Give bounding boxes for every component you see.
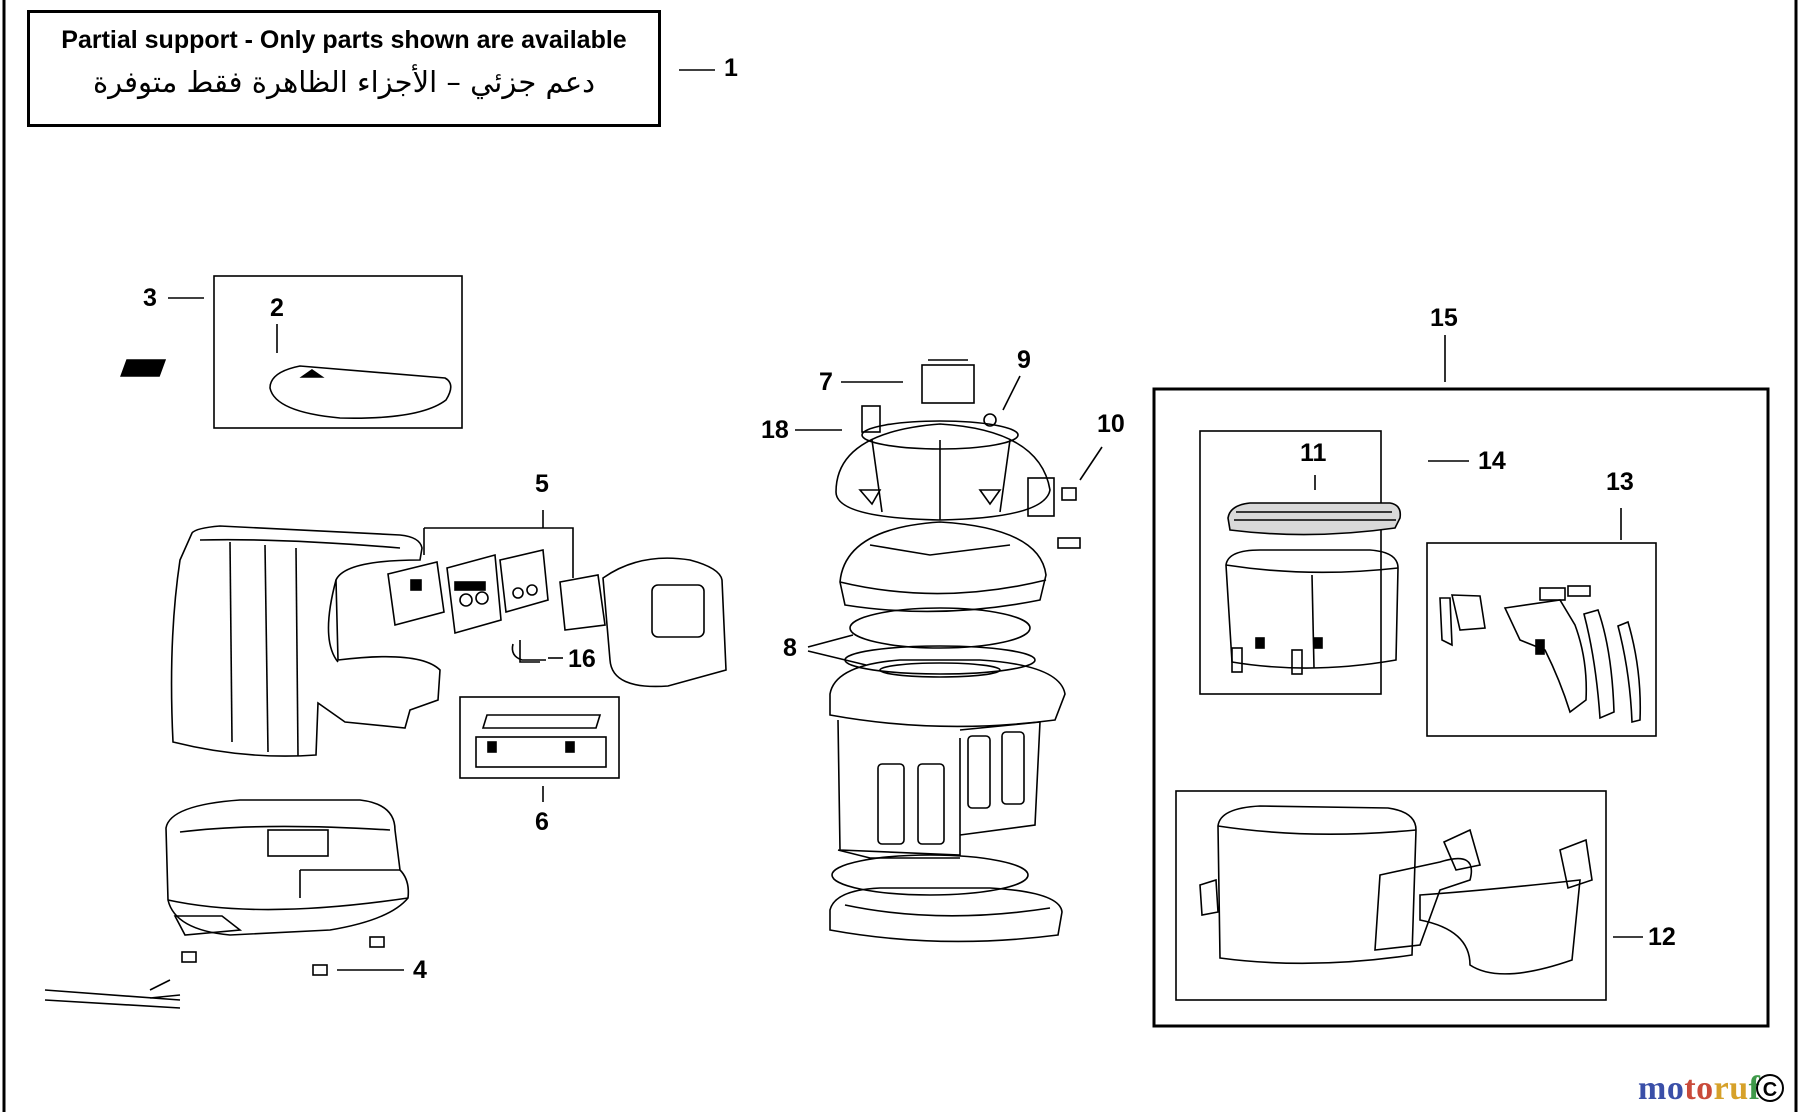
callout-13: 13 xyxy=(1606,468,1634,496)
lid-box xyxy=(213,275,463,429)
partial-support-notice: Partial support - Only parts shown are a… xyxy=(27,10,661,127)
top-lid-part xyxy=(120,359,452,419)
handle-parts-box xyxy=(1426,542,1657,737)
main-housing-part xyxy=(170,525,441,757)
callout-7: 7 xyxy=(819,368,833,396)
fan-housing-assembly xyxy=(829,521,1066,728)
callout-15: 15 xyxy=(1430,304,1458,332)
inner-shell-part xyxy=(829,719,1063,943)
outer-basket-part xyxy=(1199,805,1593,975)
watermark-part-4: f xyxy=(1748,1070,1761,1107)
callout-9: 9 xyxy=(1017,346,1031,374)
callout-18: 18 xyxy=(761,416,789,444)
inner-basket-part xyxy=(1225,549,1399,675)
board-box xyxy=(459,696,620,779)
callout-8: 8 xyxy=(783,634,797,662)
watermark-part-3: ru xyxy=(1713,1070,1749,1107)
leader-5-right xyxy=(424,527,574,578)
watermark-part-1: mo xyxy=(1638,1070,1685,1107)
callout-16: 16 xyxy=(568,645,596,673)
callout-12: 12 xyxy=(1648,923,1676,951)
leader-9 xyxy=(1002,375,1021,411)
callout-5: 5 xyxy=(535,470,549,498)
callout-3: 3 xyxy=(143,284,157,312)
handle-components xyxy=(1439,585,1642,724)
motoruf-watermark: motoruf xyxy=(1638,1070,1760,1108)
heater-top-assembly xyxy=(835,359,1081,549)
copyright-mark: C xyxy=(1756,1074,1784,1102)
callout-14: 14 xyxy=(1478,447,1506,475)
callout-2: 2 xyxy=(270,294,284,322)
callout-4: 4 xyxy=(413,956,427,984)
sensor-wire-part xyxy=(511,643,546,661)
watermark-part-2: to xyxy=(1684,1070,1714,1107)
notice-arabic-text: دعم جزئي – الأجزاء الظاهرة فقط متوفرة xyxy=(92,65,596,99)
callout-10: 10 xyxy=(1097,410,1125,438)
control-panel-parts xyxy=(387,549,727,688)
base-part xyxy=(44,799,410,1009)
callout-1: 1 xyxy=(724,54,738,82)
leader-10 xyxy=(1079,446,1103,481)
leader-8-top xyxy=(807,634,854,648)
basket-box xyxy=(1175,790,1607,1001)
callout-11: 11 xyxy=(1300,439,1327,467)
crisper-box xyxy=(1199,430,1382,695)
basket-assembly-box xyxy=(1152,387,1770,1028)
leader-lines xyxy=(168,69,1643,971)
callout-6: 6 xyxy=(535,808,549,836)
circuit-board-part xyxy=(475,714,607,768)
notice-english-text: Partial support - Only parts shown are a… xyxy=(61,26,627,54)
leader-8-bottom xyxy=(807,650,867,666)
crisper-plate-part xyxy=(1227,502,1402,536)
